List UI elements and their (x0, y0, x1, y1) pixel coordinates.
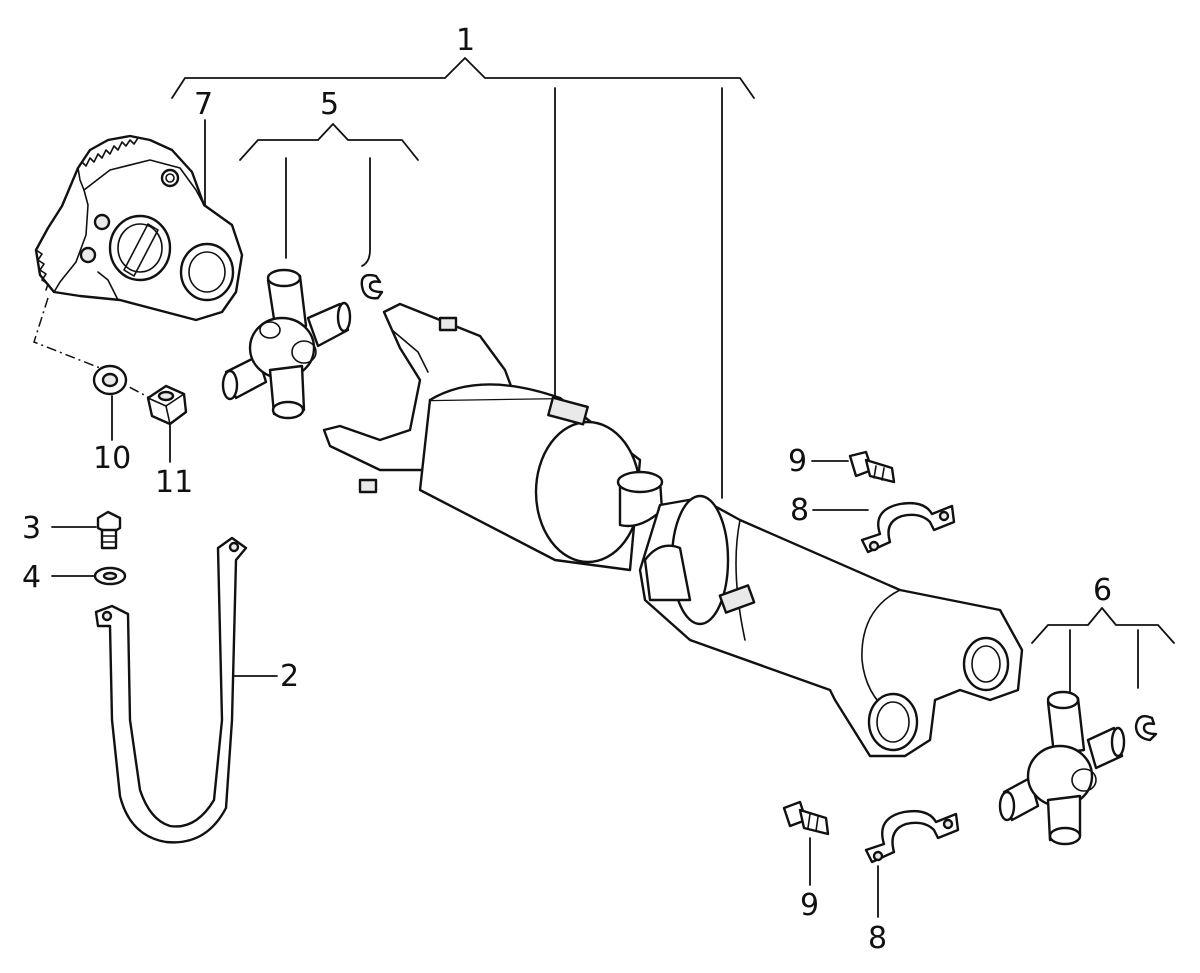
callout-9-top: 9 (788, 444, 807, 479)
callout-8-bottom: 8 (868, 921, 887, 956)
dash-leader-7-10-11 (33, 297, 151, 399)
callout-8-top: 8 (790, 493, 809, 528)
washer-4 (93, 566, 127, 586)
washer-10 (92, 364, 128, 396)
callout-10: 10 (93, 441, 131, 476)
clamp-8-bottom (864, 809, 960, 864)
centre-bearing-bracket-7 (34, 134, 244, 322)
bracket-6 (1031, 607, 1175, 696)
callout-2: 2 (280, 659, 299, 694)
flange-bolt-9-bottom (782, 800, 830, 836)
circlip-5 (360, 273, 384, 300)
callout-1: 1 (456, 23, 475, 58)
clamp-8-top (860, 501, 956, 554)
callout-3: 3 (22, 511, 41, 546)
callout-9-bottom: 9 (800, 888, 819, 923)
callout-5: 5 (320, 87, 339, 122)
safety-strap-2 (94, 536, 248, 844)
callout-4: 4 (22, 560, 41, 595)
circlip-6 (1134, 715, 1158, 742)
callout-11: 11 (155, 465, 193, 500)
universal-joint-5 (221, 268, 352, 420)
bracket-1 (171, 57, 755, 499)
hex-nut-11 (146, 384, 188, 426)
callout-7: 7 (194, 87, 213, 122)
universal-joint-6 (998, 690, 1126, 846)
propeller-shaft-rear-1 (638, 494, 1024, 758)
flange-bolt-9-top (848, 450, 896, 484)
bolt-3 (96, 510, 122, 550)
propeller-shaft-front-1 (322, 302, 664, 572)
callout-6: 6 (1093, 573, 1112, 608)
bracket-5 (239, 123, 419, 267)
